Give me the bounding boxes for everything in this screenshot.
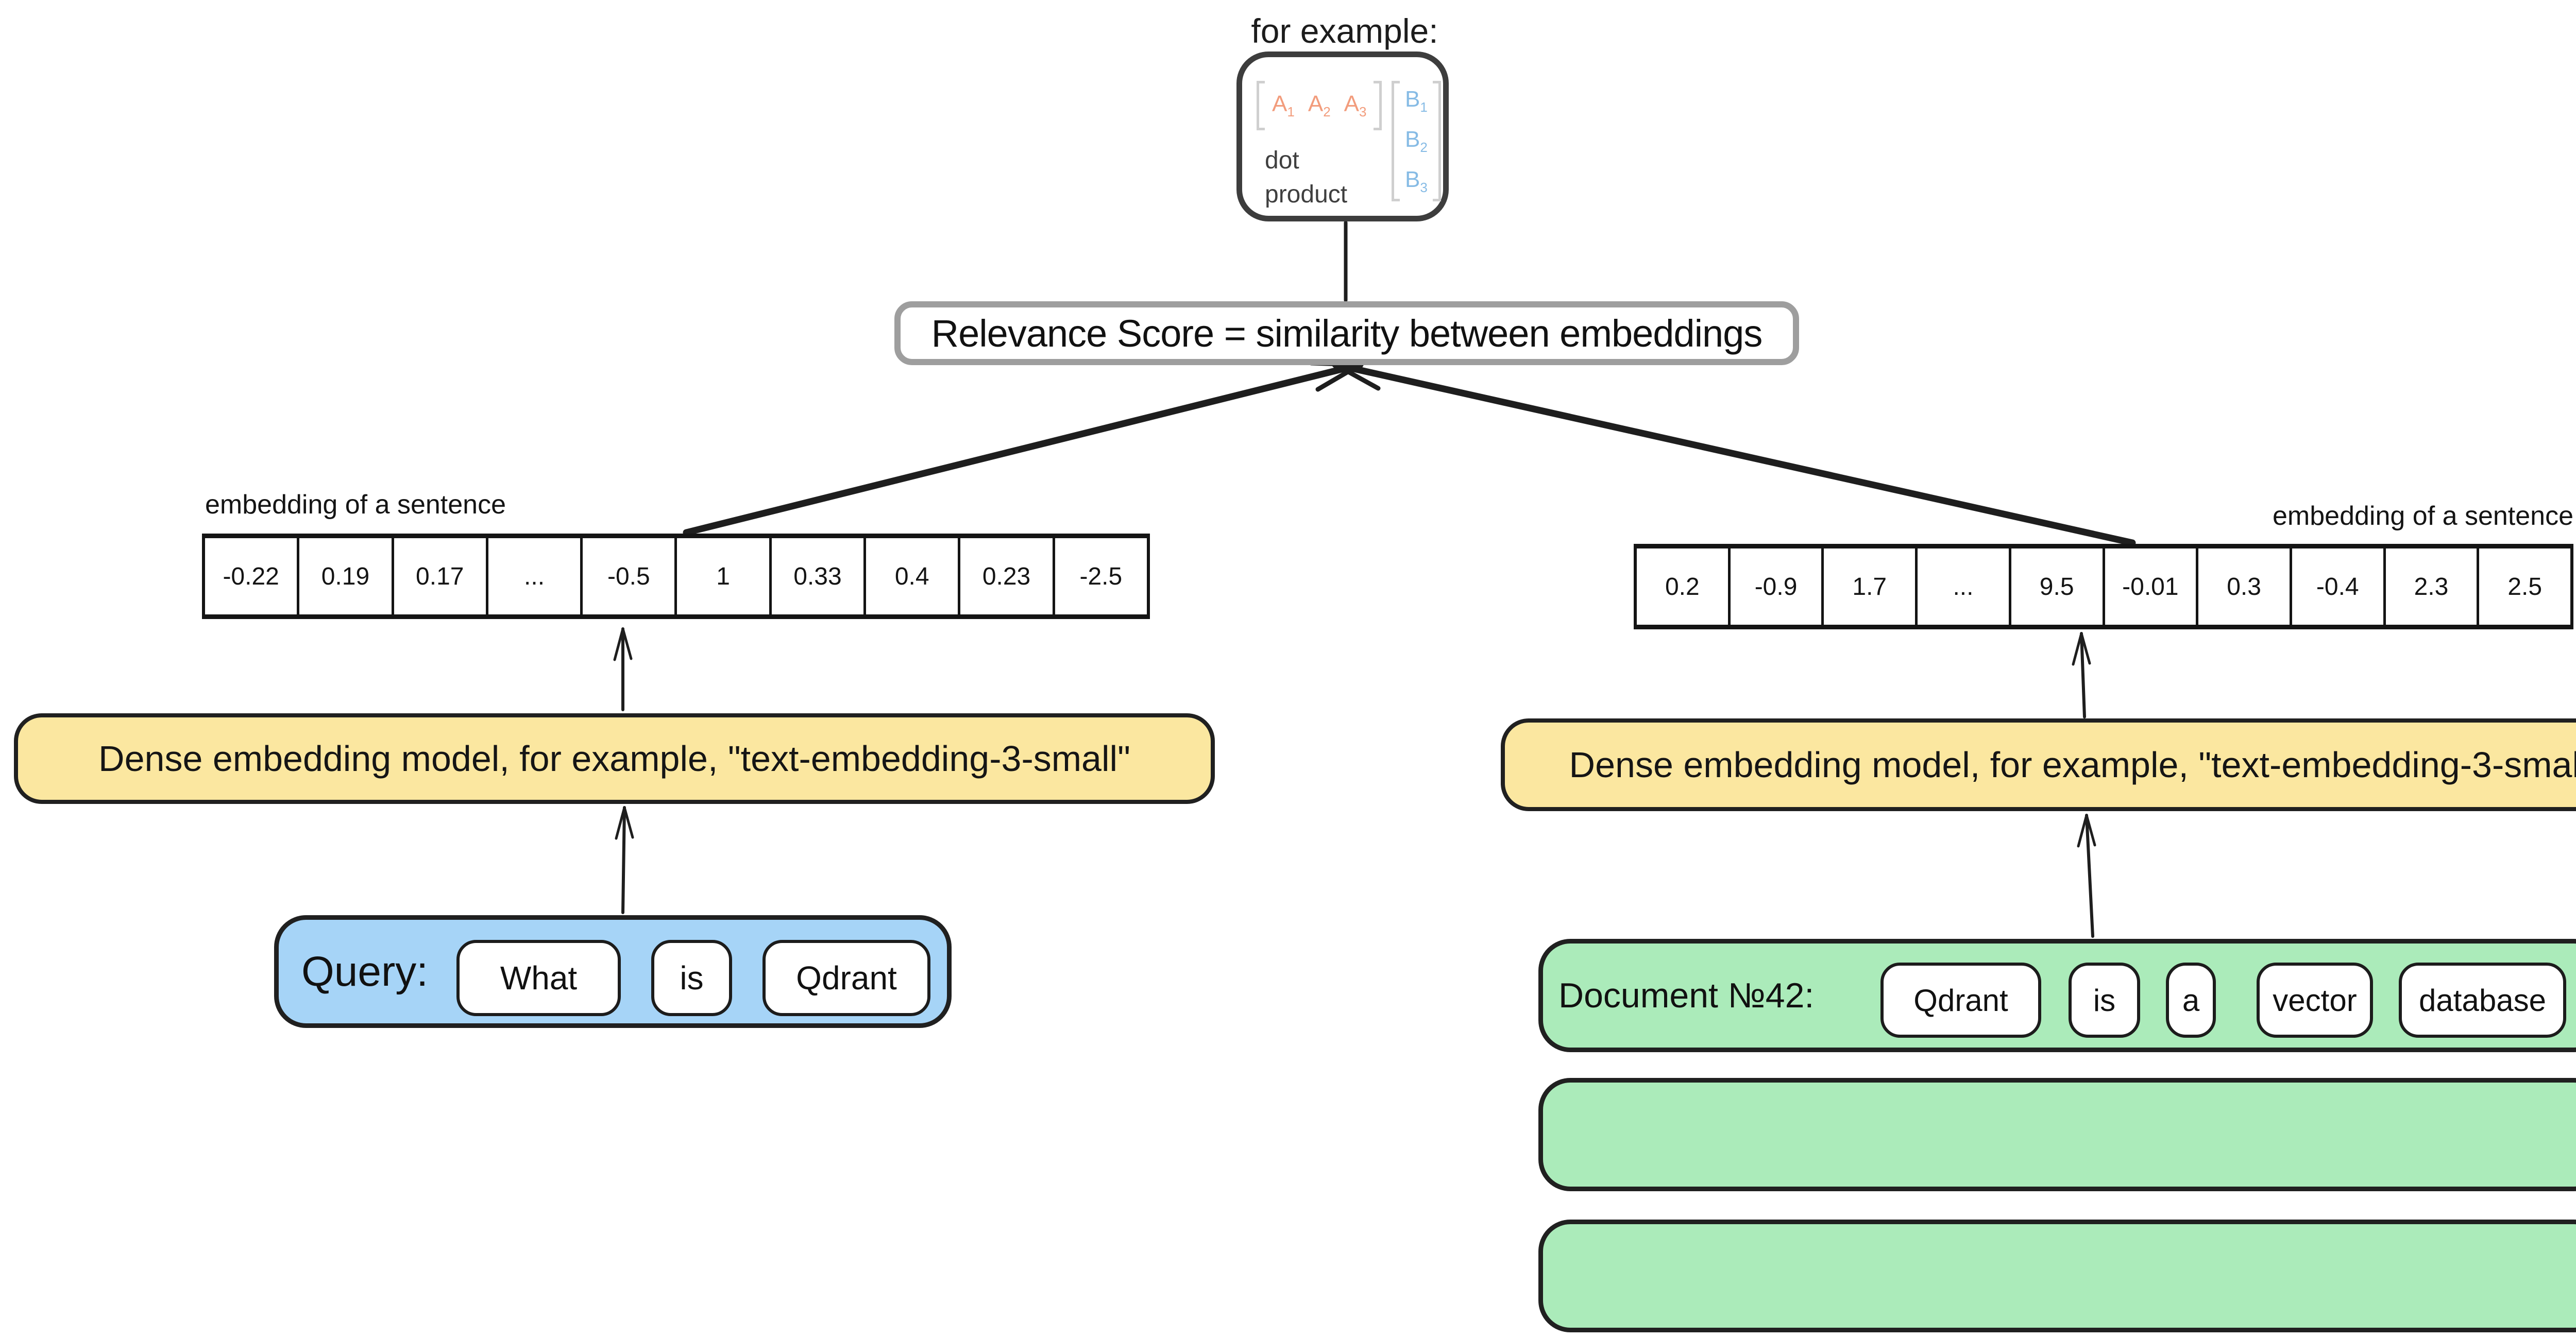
- query-box: Query: What is Qdrant: [274, 915, 952, 1028]
- column-vector-b: B1 B2 B3: [1392, 81, 1441, 201]
- document-token: database: [2399, 963, 2566, 1038]
- right-embedding-label: embedding of a sentence: [2273, 501, 2573, 531]
- vector-a-element: A2: [1308, 91, 1331, 119]
- right-model-text: Dense embedding model, for example, "tex…: [1569, 745, 2576, 785]
- left-embedding-row: -0.22 0.19 0.17 ... -0.5 1 0.33 0.4 0.23…: [202, 534, 1150, 619]
- embedding-cell: 0.2: [1637, 548, 1731, 625]
- document-label: Document №42:: [1558, 976, 1815, 1015]
- embedding-cell: 2.3: [2386, 548, 2480, 625]
- relevance-score-text: Relevance Score = similarity between emb…: [931, 312, 1763, 355]
- left-model-box: Dense embedding model, for example, "tex…: [14, 713, 1215, 804]
- embedding-cell: ...: [488, 538, 583, 614]
- relevance-score-box: Relevance Score = similarity between emb…: [894, 301, 1799, 365]
- embedding-cell: -0.9: [1731, 548, 1824, 625]
- vector-b-element: B1: [1405, 87, 1428, 115]
- vector-b-element: B3: [1405, 167, 1428, 195]
- connector-right-diagonal: [1332, 361, 2136, 546]
- right-bracket-icon: [1374, 81, 1382, 130]
- dot-product-label: dot product: [1265, 147, 1348, 208]
- embedding-cell: -0.4: [2292, 548, 2386, 625]
- arrow-right-row-head-icon: [2072, 632, 2091, 666]
- document-token: a: [2166, 963, 2216, 1038]
- embedding-cell: 2.5: [2507, 573, 2543, 601]
- document-token: vector: [2257, 963, 2373, 1038]
- arrow-query-to-model-head-icon: [615, 806, 634, 840]
- document-token: Qdrant: [1880, 963, 2041, 1038]
- left-model-text: Dense embedding model, for example, "tex…: [98, 739, 1130, 779]
- arrow-left-row-head-icon: [613, 627, 633, 661]
- right-diagonal-arrowhead-icon: [1333, 359, 1387, 391]
- document-placeholder-box: [1538, 1220, 2576, 1332]
- embedding-cell: ...: [1918, 548, 2011, 625]
- left-bracket-icon: [1392, 81, 1400, 201]
- example-caption: for example:: [1251, 12, 1438, 50]
- right-bracket-icon: [1432, 81, 1441, 201]
- embedding-cell: 9.5: [2011, 548, 2105, 625]
- embedding-cell: 1: [677, 538, 772, 614]
- arrow-query-to-model: [621, 806, 626, 914]
- vector-a-element: A3: [1344, 91, 1367, 119]
- document-box: Document №42: Qdrant is a vector databas…: [1538, 939, 2576, 1052]
- row-vector-a: A1 A2 A3: [1257, 81, 1382, 130]
- embedding-cell: 0.3: [2198, 548, 2292, 625]
- arrow-doc-to-model-head-icon: [2077, 814, 2096, 848]
- embedding-cell: -0.22: [205, 538, 300, 614]
- embedding-cell: 0.33: [772, 538, 867, 614]
- embedding-cell: 1.7: [1824, 548, 1918, 625]
- vector-a-element: A1: [1272, 91, 1295, 119]
- embedding-cell: 0.23: [960, 538, 1055, 614]
- connector-left-diagonal: [683, 361, 1364, 536]
- arrow-doc-to-model: [2085, 814, 2094, 938]
- query-token: is: [651, 940, 732, 1016]
- embedding-cell: 0.4: [866, 538, 961, 614]
- query-token: Qdrant: [762, 940, 930, 1016]
- embedding-cell: 0.17: [394, 538, 488, 614]
- embedding-cell: 0.19: [299, 538, 394, 614]
- embedding-cell: -2.5: [1079, 562, 1123, 590]
- left-embedding-label: embedding of a sentence: [205, 490, 506, 520]
- vector-b-element: B2: [1405, 127, 1428, 155]
- dot-product-box: A1 A2 A3 B1 B2 B3 dot product: [1236, 52, 1449, 221]
- document-token: is: [2069, 963, 2140, 1038]
- right-model-box: Dense embedding model, for example, "tex…: [1501, 718, 2576, 811]
- query-token: What: [456, 940, 621, 1016]
- embedding-cell: -0.5: [583, 538, 677, 614]
- document-placeholder-box: [1538, 1078, 2576, 1191]
- query-label: Query:: [301, 948, 429, 995]
- left-bracket-icon: [1257, 81, 1265, 130]
- embedding-cell: -0.01: [2105, 548, 2199, 625]
- arrow-right-row: [2080, 632, 2086, 718]
- right-embedding-row: 0.2 -0.9 1.7 ... 9.5 -0.01 0.3 -0.4 2.3 …: [1634, 544, 2573, 629]
- left-diagonal-arrowhead-icon: [1309, 361, 1363, 392]
